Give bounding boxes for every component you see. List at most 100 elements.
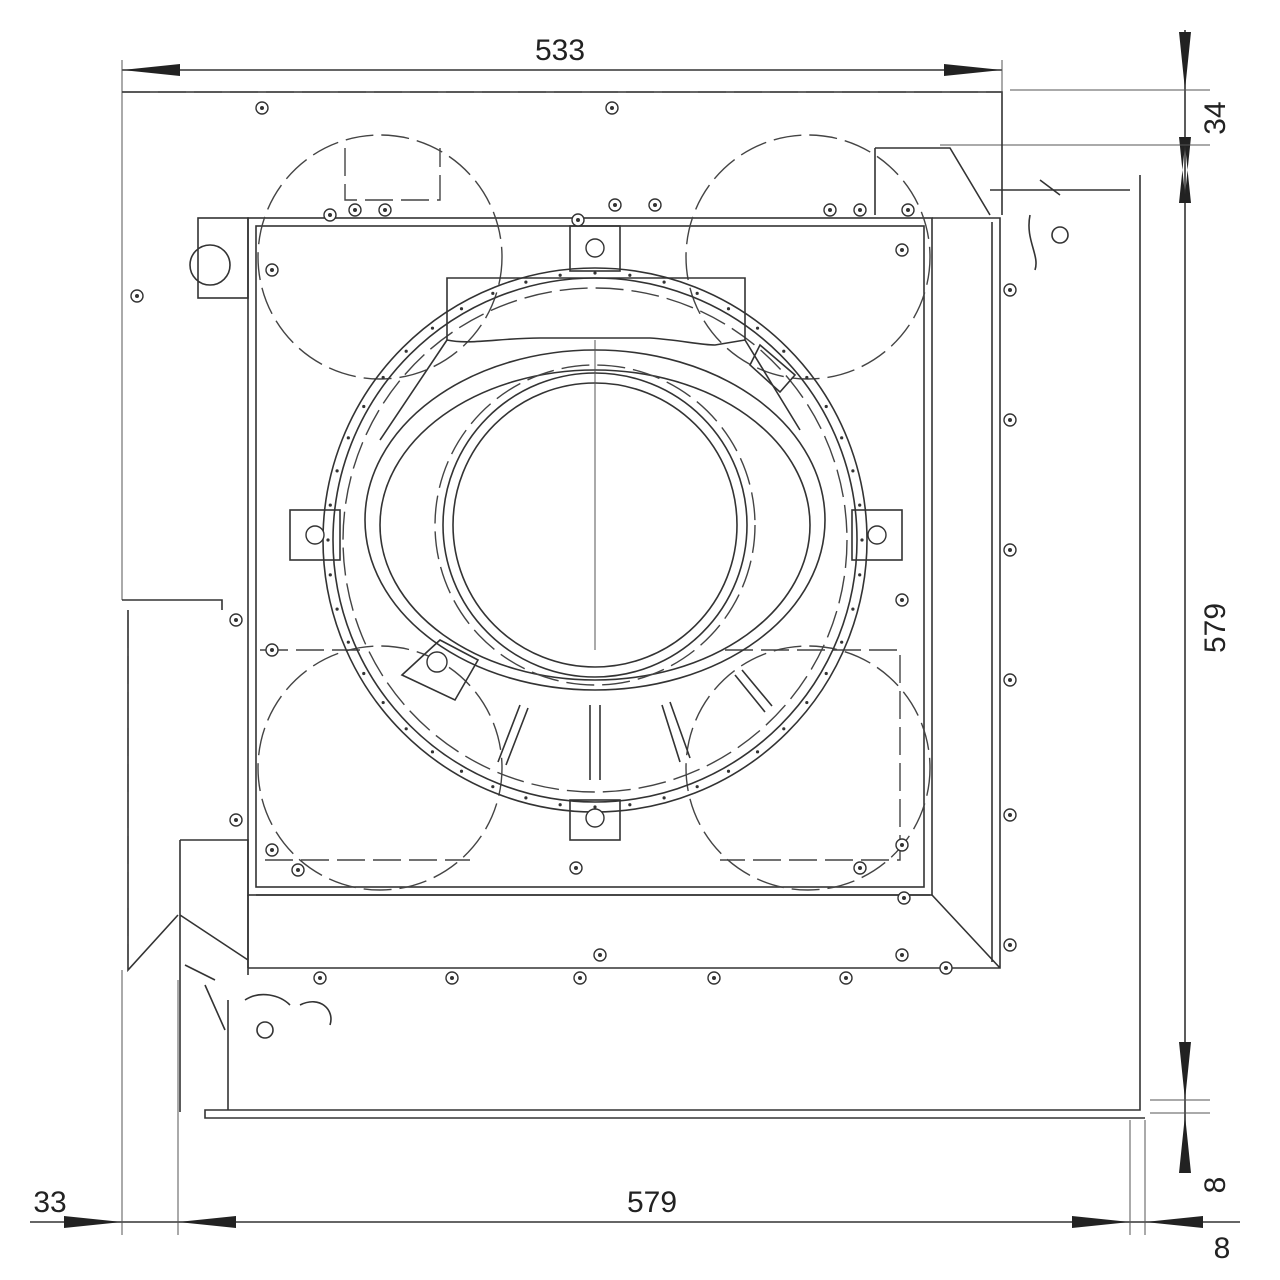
bolt-center — [712, 976, 716, 980]
rim-rivet — [430, 750, 435, 754]
main-housing — [247, 217, 1001, 969]
rim-rivet — [381, 700, 385, 705]
rim-rivet — [824, 671, 828, 676]
rim-rivet — [755, 750, 760, 754]
bolt-center — [610, 106, 614, 110]
dimension-label-bottom-width: 579 — [627, 1186, 677, 1219]
bolt-center — [844, 976, 848, 980]
rim-rivet — [459, 769, 464, 773]
rim-rivet — [593, 805, 597, 809]
bolt-center — [270, 848, 274, 852]
rim-rivet — [491, 785, 495, 789]
rim-rivet — [824, 404, 828, 409]
rim-rivet — [404, 349, 408, 353]
rim-rivet — [726, 307, 731, 311]
rim-rivet — [860, 538, 864, 542]
rim-rivet — [346, 436, 350, 440]
rim-rivet — [858, 503, 862, 507]
bolt-center — [900, 953, 904, 957]
rim-rivet — [362, 404, 366, 409]
bolt-center — [1008, 418, 1012, 422]
rim-rivet — [335, 607, 339, 611]
dimension-label-top-offset: 34 — [1199, 101, 1232, 134]
rim-rivet — [755, 326, 760, 330]
dimension-right: 34 579 8 — [940, 30, 1232, 1193]
bolt-center — [902, 896, 906, 900]
bolt-center — [653, 203, 657, 207]
bolt-center — [1008, 288, 1012, 292]
bolt-center — [900, 248, 904, 252]
rim-rivet — [662, 796, 666, 800]
rim-rivet — [459, 307, 464, 311]
bolt-center — [270, 268, 274, 272]
bolt-center — [598, 953, 602, 957]
rim-rivet — [695, 785, 699, 789]
rim-rivet — [558, 273, 562, 277]
dimension-top-width: 533 — [121, 34, 1003, 600]
rim-rivet — [328, 503, 332, 507]
rim-rivet — [851, 607, 855, 611]
bolt-center — [900, 598, 904, 602]
rim-rivet — [858, 573, 862, 577]
rim-rivet — [840, 640, 844, 644]
bolt-center — [328, 213, 332, 217]
bolt-center — [450, 976, 454, 980]
bolt-center — [906, 208, 910, 212]
rim-rivet — [593, 271, 597, 275]
rim-rivet — [558, 803, 562, 807]
bolt-center — [944, 966, 948, 970]
fittings — [184, 179, 1069, 1039]
bolt-center — [353, 208, 357, 212]
rim-rivet — [782, 349, 786, 353]
rim-rivet — [805, 375, 809, 380]
bolt-center — [1008, 548, 1012, 552]
rim-rivet — [726, 769, 731, 773]
rim-rivet — [430, 326, 435, 330]
bolt-center — [574, 866, 578, 870]
bolt-center — [576, 218, 580, 222]
bolt-center — [270, 648, 274, 652]
rim-rivet — [782, 727, 786, 731]
bolt-center — [383, 208, 387, 212]
bolt-center — [613, 203, 617, 207]
rim-rivet — [404, 727, 408, 731]
rim-rivet — [335, 469, 339, 473]
bolt-center — [828, 208, 832, 212]
dampers — [497, 669, 773, 780]
bolt-center — [578, 976, 582, 980]
bolt-center — [318, 976, 322, 980]
rim-rivet — [628, 803, 632, 807]
rim-rivet — [524, 280, 528, 284]
rim-rivet — [695, 291, 699, 295]
rim-rivet — [805, 700, 809, 705]
dimension-bottom: 33 579 8 — [30, 970, 1240, 1265]
mount-brackets — [289, 225, 903, 841]
rim-rivet — [328, 573, 332, 577]
bolt-center — [234, 818, 238, 822]
rim-rivet — [851, 469, 855, 473]
bolt-center — [858, 208, 862, 212]
dimension-label-right-height: 579 — [1199, 603, 1232, 653]
rim-rivet — [326, 538, 330, 542]
bolt-center — [1008, 813, 1012, 817]
bolt-center — [234, 618, 238, 622]
bolts — [130, 101, 1017, 985]
bolt-center — [900, 843, 904, 847]
rim-rivet — [662, 280, 666, 284]
dimension-label-bottom-offset-horizontal: 8 — [1214, 1232, 1231, 1265]
bolt-center — [260, 106, 264, 110]
rim-rivet — [362, 671, 366, 676]
bolt-center — [1008, 678, 1012, 682]
rim-rivet — [491, 291, 495, 295]
outer-panel — [122, 91, 1145, 1119]
dimension-label-top-width: 533 — [535, 34, 585, 67]
rim-rivet — [381, 375, 385, 380]
rim-rivet — [524, 796, 528, 800]
dimension-label-bottom-offset-vertical: 8 — [1199, 1177, 1232, 1194]
rim-rivet — [628, 273, 632, 277]
bolt-center — [296, 868, 300, 872]
rim-rivet — [840, 436, 844, 440]
bolt-center — [1008, 943, 1012, 947]
